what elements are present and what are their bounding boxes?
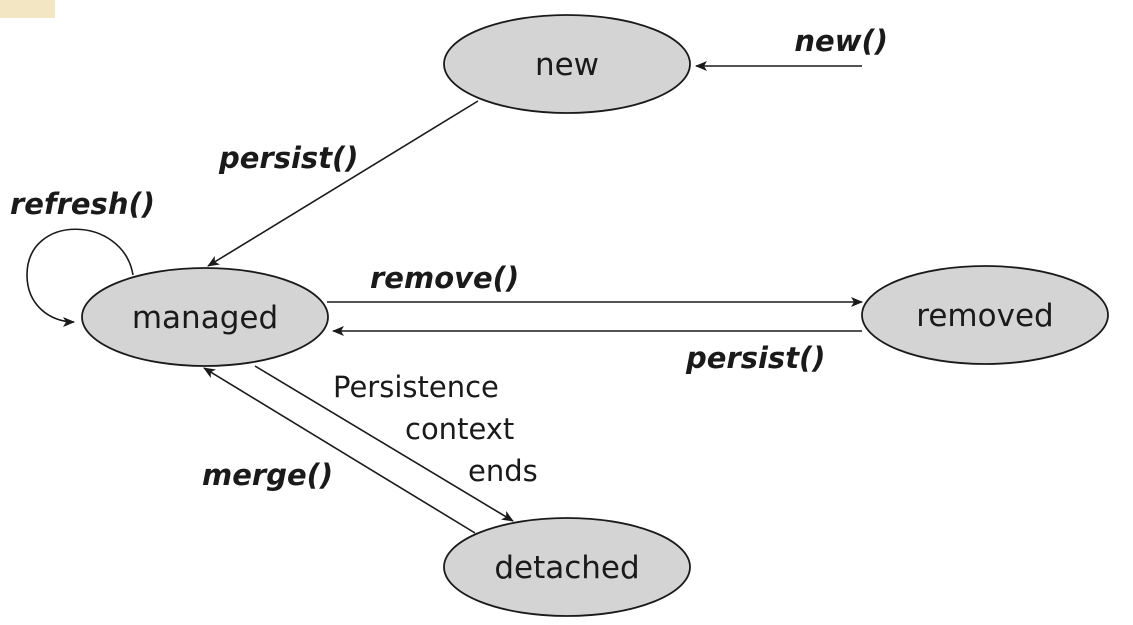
state-managed: managed	[81, 267, 329, 367]
state-new-label: new	[535, 47, 599, 83]
edge-detached-to-managed	[203, 367, 476, 534]
state-removed-label: removed	[916, 298, 1053, 334]
label-context-ends-line3: ends	[468, 454, 538, 488]
edge-new-to-managed	[207, 100, 479, 267]
state-removed: removed	[861, 265, 1109, 365]
label-merge: merge()	[202, 458, 333, 492]
label-remove: remove()	[370, 261, 519, 295]
state-new: new	[443, 14, 691, 114]
state-detached: detached	[443, 517, 691, 617]
edge-managed-to-detached	[254, 365, 514, 522]
label-new-call: new()	[794, 24, 888, 58]
edge-refresh-loop	[26, 228, 134, 327]
label-context-ends-line1: Persistence	[333, 370, 499, 404]
label-context-ends-line2: context	[405, 412, 514, 446]
label-persist-from-removed: persist()	[685, 341, 826, 375]
corner-accent	[0, 0, 55, 18]
state-managed-label: managed	[132, 300, 278, 336]
state-detached-label: detached	[494, 550, 639, 586]
label-persist-from-new: persist()	[218, 141, 359, 175]
label-refresh: refresh()	[10, 187, 155, 221]
